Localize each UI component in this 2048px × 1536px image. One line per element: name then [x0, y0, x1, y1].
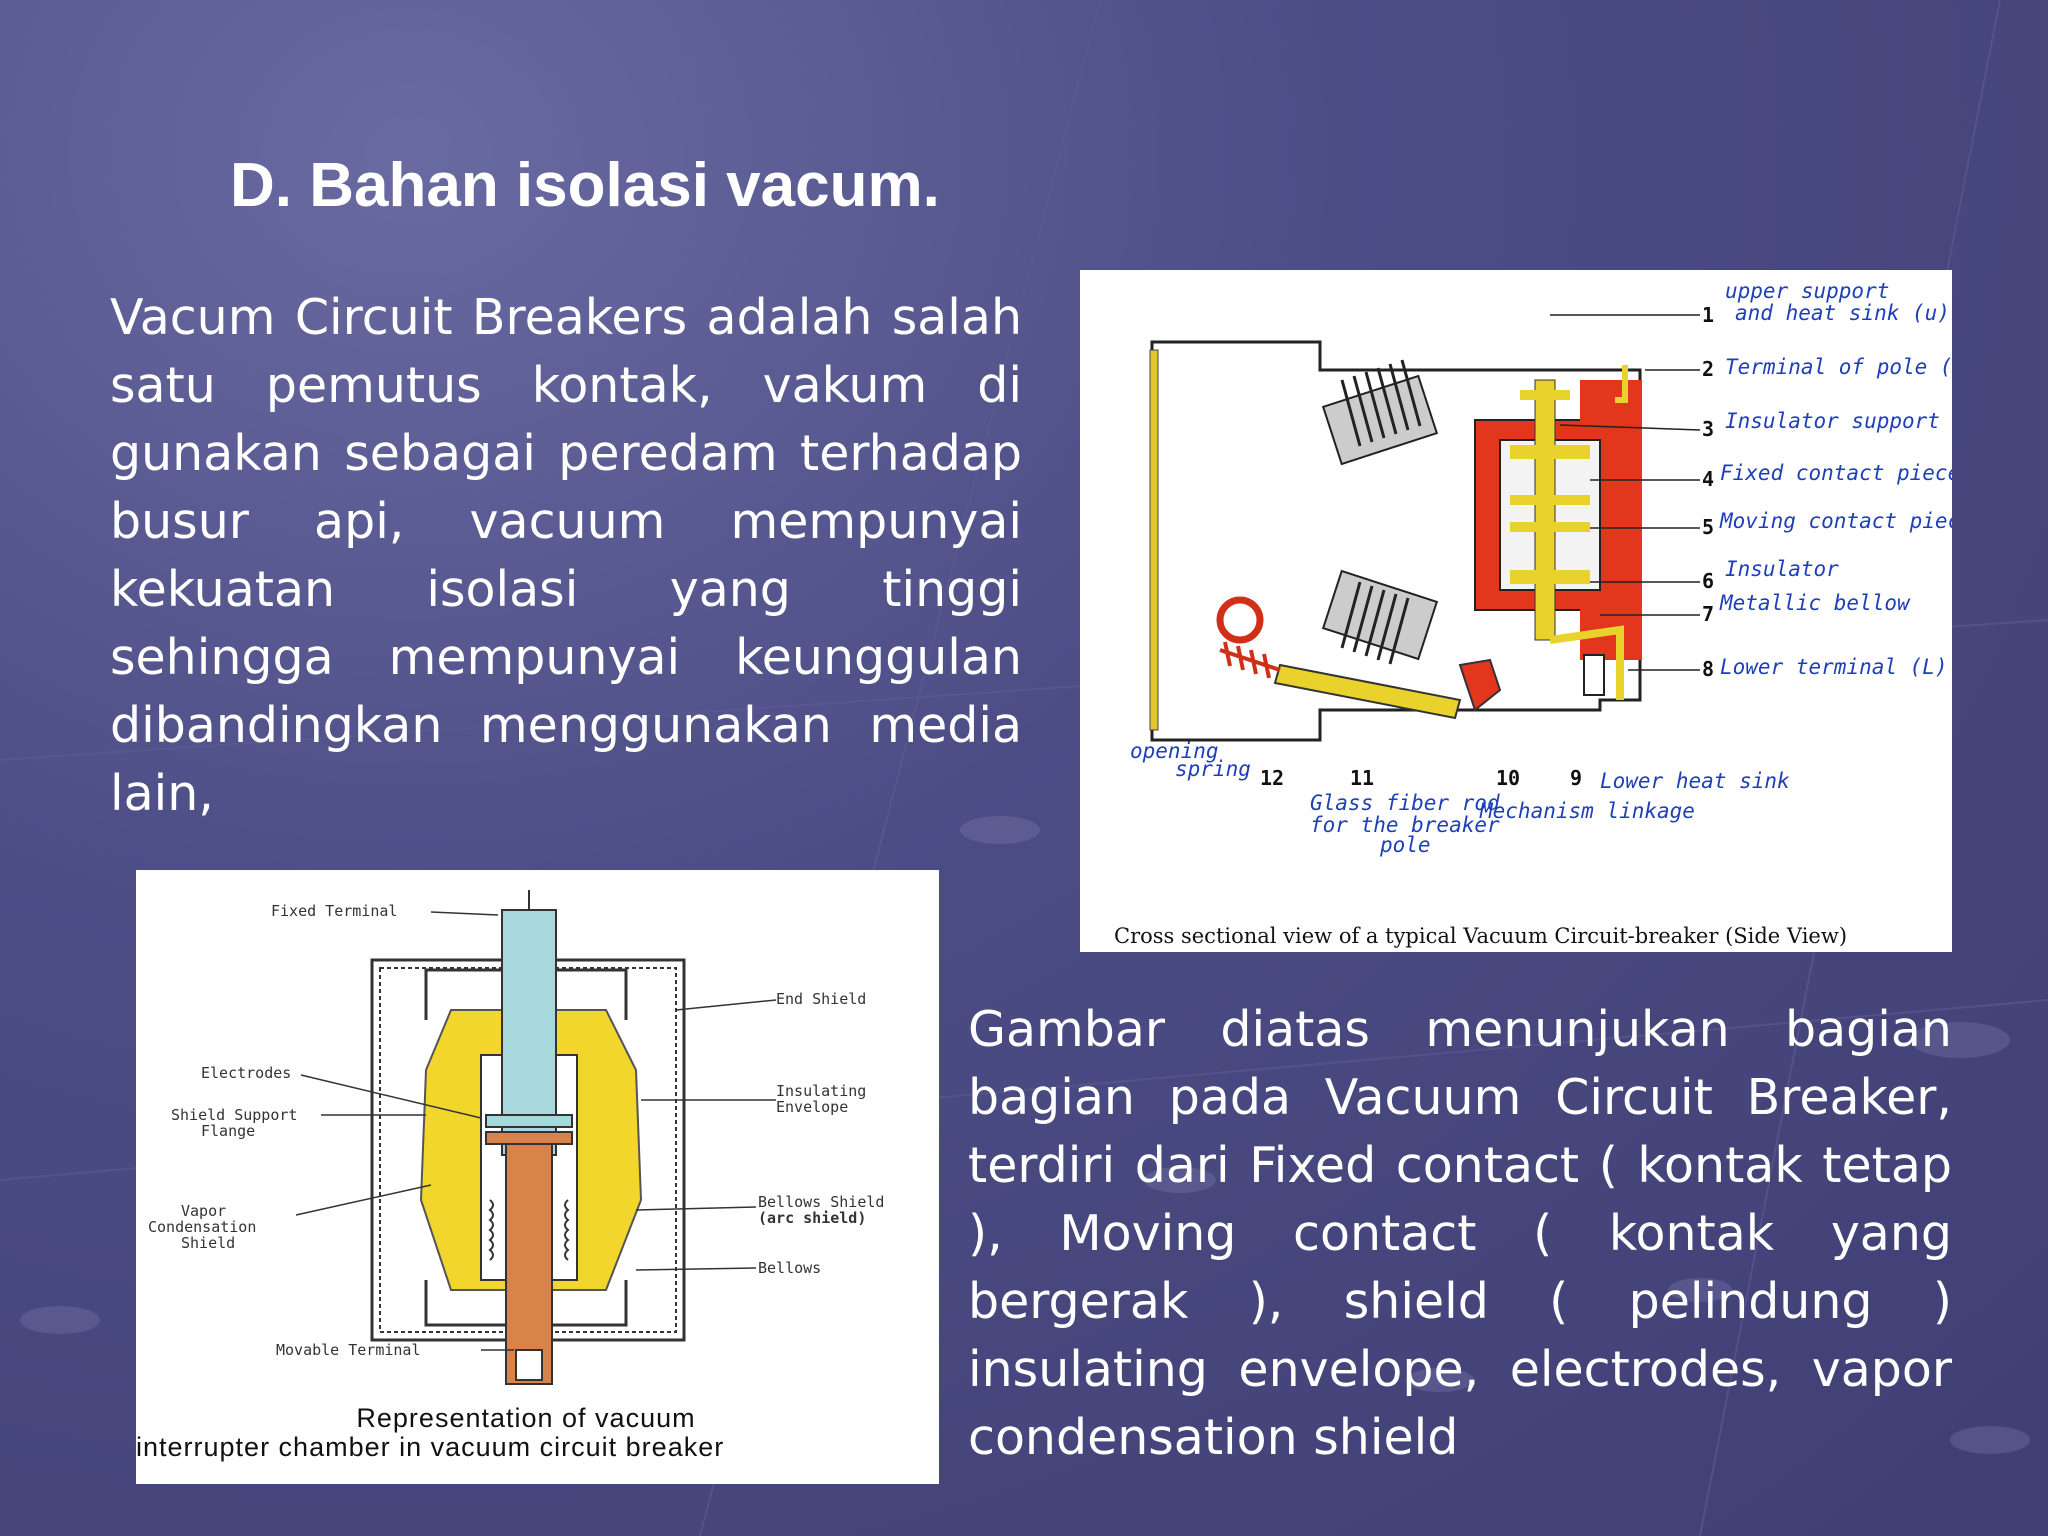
label-bellows-shield: Bellows Shield — [758, 1193, 884, 1211]
label-condensation: Condensation — [148, 1218, 256, 1236]
label-number-8: 8 — [1702, 657, 1714, 681]
vacuum-interrupter-figure: Fixed Terminal End Shield Electrodes Ins… — [136, 870, 939, 1484]
label-number-11: 11 — [1350, 766, 1374, 790]
label-insulating: Insulating — [776, 1082, 866, 1100]
label-number-10: 10 — [1496, 766, 1520, 790]
label-number-5: 5 — [1702, 515, 1714, 539]
annotation-lower-heat-sink: Lower heat sink — [1600, 769, 1790, 793]
label-number-6: 6 — [1702, 569, 1714, 593]
cross-section-diagram: 1 2 3 4 5 6 7 8 9 10 11 12 upper support… — [1130, 279, 1952, 857]
vacuum-interrupter-caption: Representation of vacuum interrupter cha… — [136, 1404, 916, 1462]
annotation-insulator-support-rod: Insulator support rod — [1725, 409, 1952, 433]
annotation-moving-contact: Moving contact piece — [1719, 509, 1952, 533]
annotation-heat-sink: and heat sink (u) — [1735, 301, 1950, 325]
description-paragraph: Gambar diatas menunjukan bagian bagian p… — [968, 1001, 1952, 1466]
label-flange: Flange — [201, 1122, 255, 1140]
label-number-1: 1 — [1702, 303, 1714, 327]
cross-section-figure: 1 2 3 4 5 6 7 8 9 10 11 12 upper support… — [1080, 270, 1952, 952]
label-number-4: 4 — [1702, 467, 1714, 491]
label-shield-support: Shield Support — [171, 1106, 297, 1124]
label-movable-terminal: Movable Terminal — [276, 1341, 421, 1359]
annotation-opening: opening — [1130, 739, 1219, 763]
label-arc-shield: (arc shield) — [758, 1209, 866, 1227]
label-fixed-terminal: Fixed Terminal — [271, 902, 397, 920]
annotation-upper-support: upper support — [1725, 279, 1889, 303]
vacuum-interrupter-diagram: Fixed Terminal End Shield Electrodes Ins… — [148, 890, 884, 1385]
annotation-for-breaker: for the breaker — [1310, 813, 1500, 837]
annotation-terminal-pole: Terminal of pole (u) — [1725, 355, 1952, 379]
label-envelope: Envelope — [776, 1098, 848, 1116]
cross-section-caption: Cross sectional view of a typical Vacuum… — [1114, 924, 1848, 948]
annotation-metallic-bellow: Metallic bellow — [1719, 591, 1911, 615]
label-number-9: 9 — [1570, 766, 1582, 790]
intro-paragraph: Vacum Circuit Breakers adalah salah satu… — [110, 289, 1022, 822]
caption-line-1: Representation of vacuum — [356, 1403, 696, 1433]
label-number-12: 12 — [1260, 766, 1284, 790]
label-end-shield: End Shield — [776, 990, 866, 1008]
annotation-fixed-contact: Fixed contact piece — [1720, 461, 1952, 485]
slide-title: D. Bahan isolasi vacum. — [230, 151, 940, 220]
label-electrodes: Electrodes — [201, 1064, 291, 1082]
label-number-7: 7 — [1702, 602, 1714, 626]
annotation-pole: pole — [1379, 833, 1431, 857]
annotation-lower-terminal: Lower terminal (L) — [1720, 655, 1948, 679]
caption-line-2: interrupter chamber in vacuum circuit br… — [136, 1432, 725, 1462]
label-number-3: 3 — [1702, 417, 1714, 441]
annotation-glass-fiber-rod: Glass fiber rod — [1310, 791, 1500, 815]
annotation-mechanism-linkage: Mechanism linkage — [1479, 799, 1695, 823]
annotation-spring: spring — [1175, 757, 1251, 781]
label-number-2: 2 — [1702, 357, 1714, 381]
annotation-insulator: Insulator — [1725, 557, 1839, 581]
label-vapor: Vapor — [181, 1202, 226, 1220]
label-vapor-shield: Shield — [181, 1234, 235, 1252]
label-bellows: Bellows — [758, 1259, 821, 1277]
